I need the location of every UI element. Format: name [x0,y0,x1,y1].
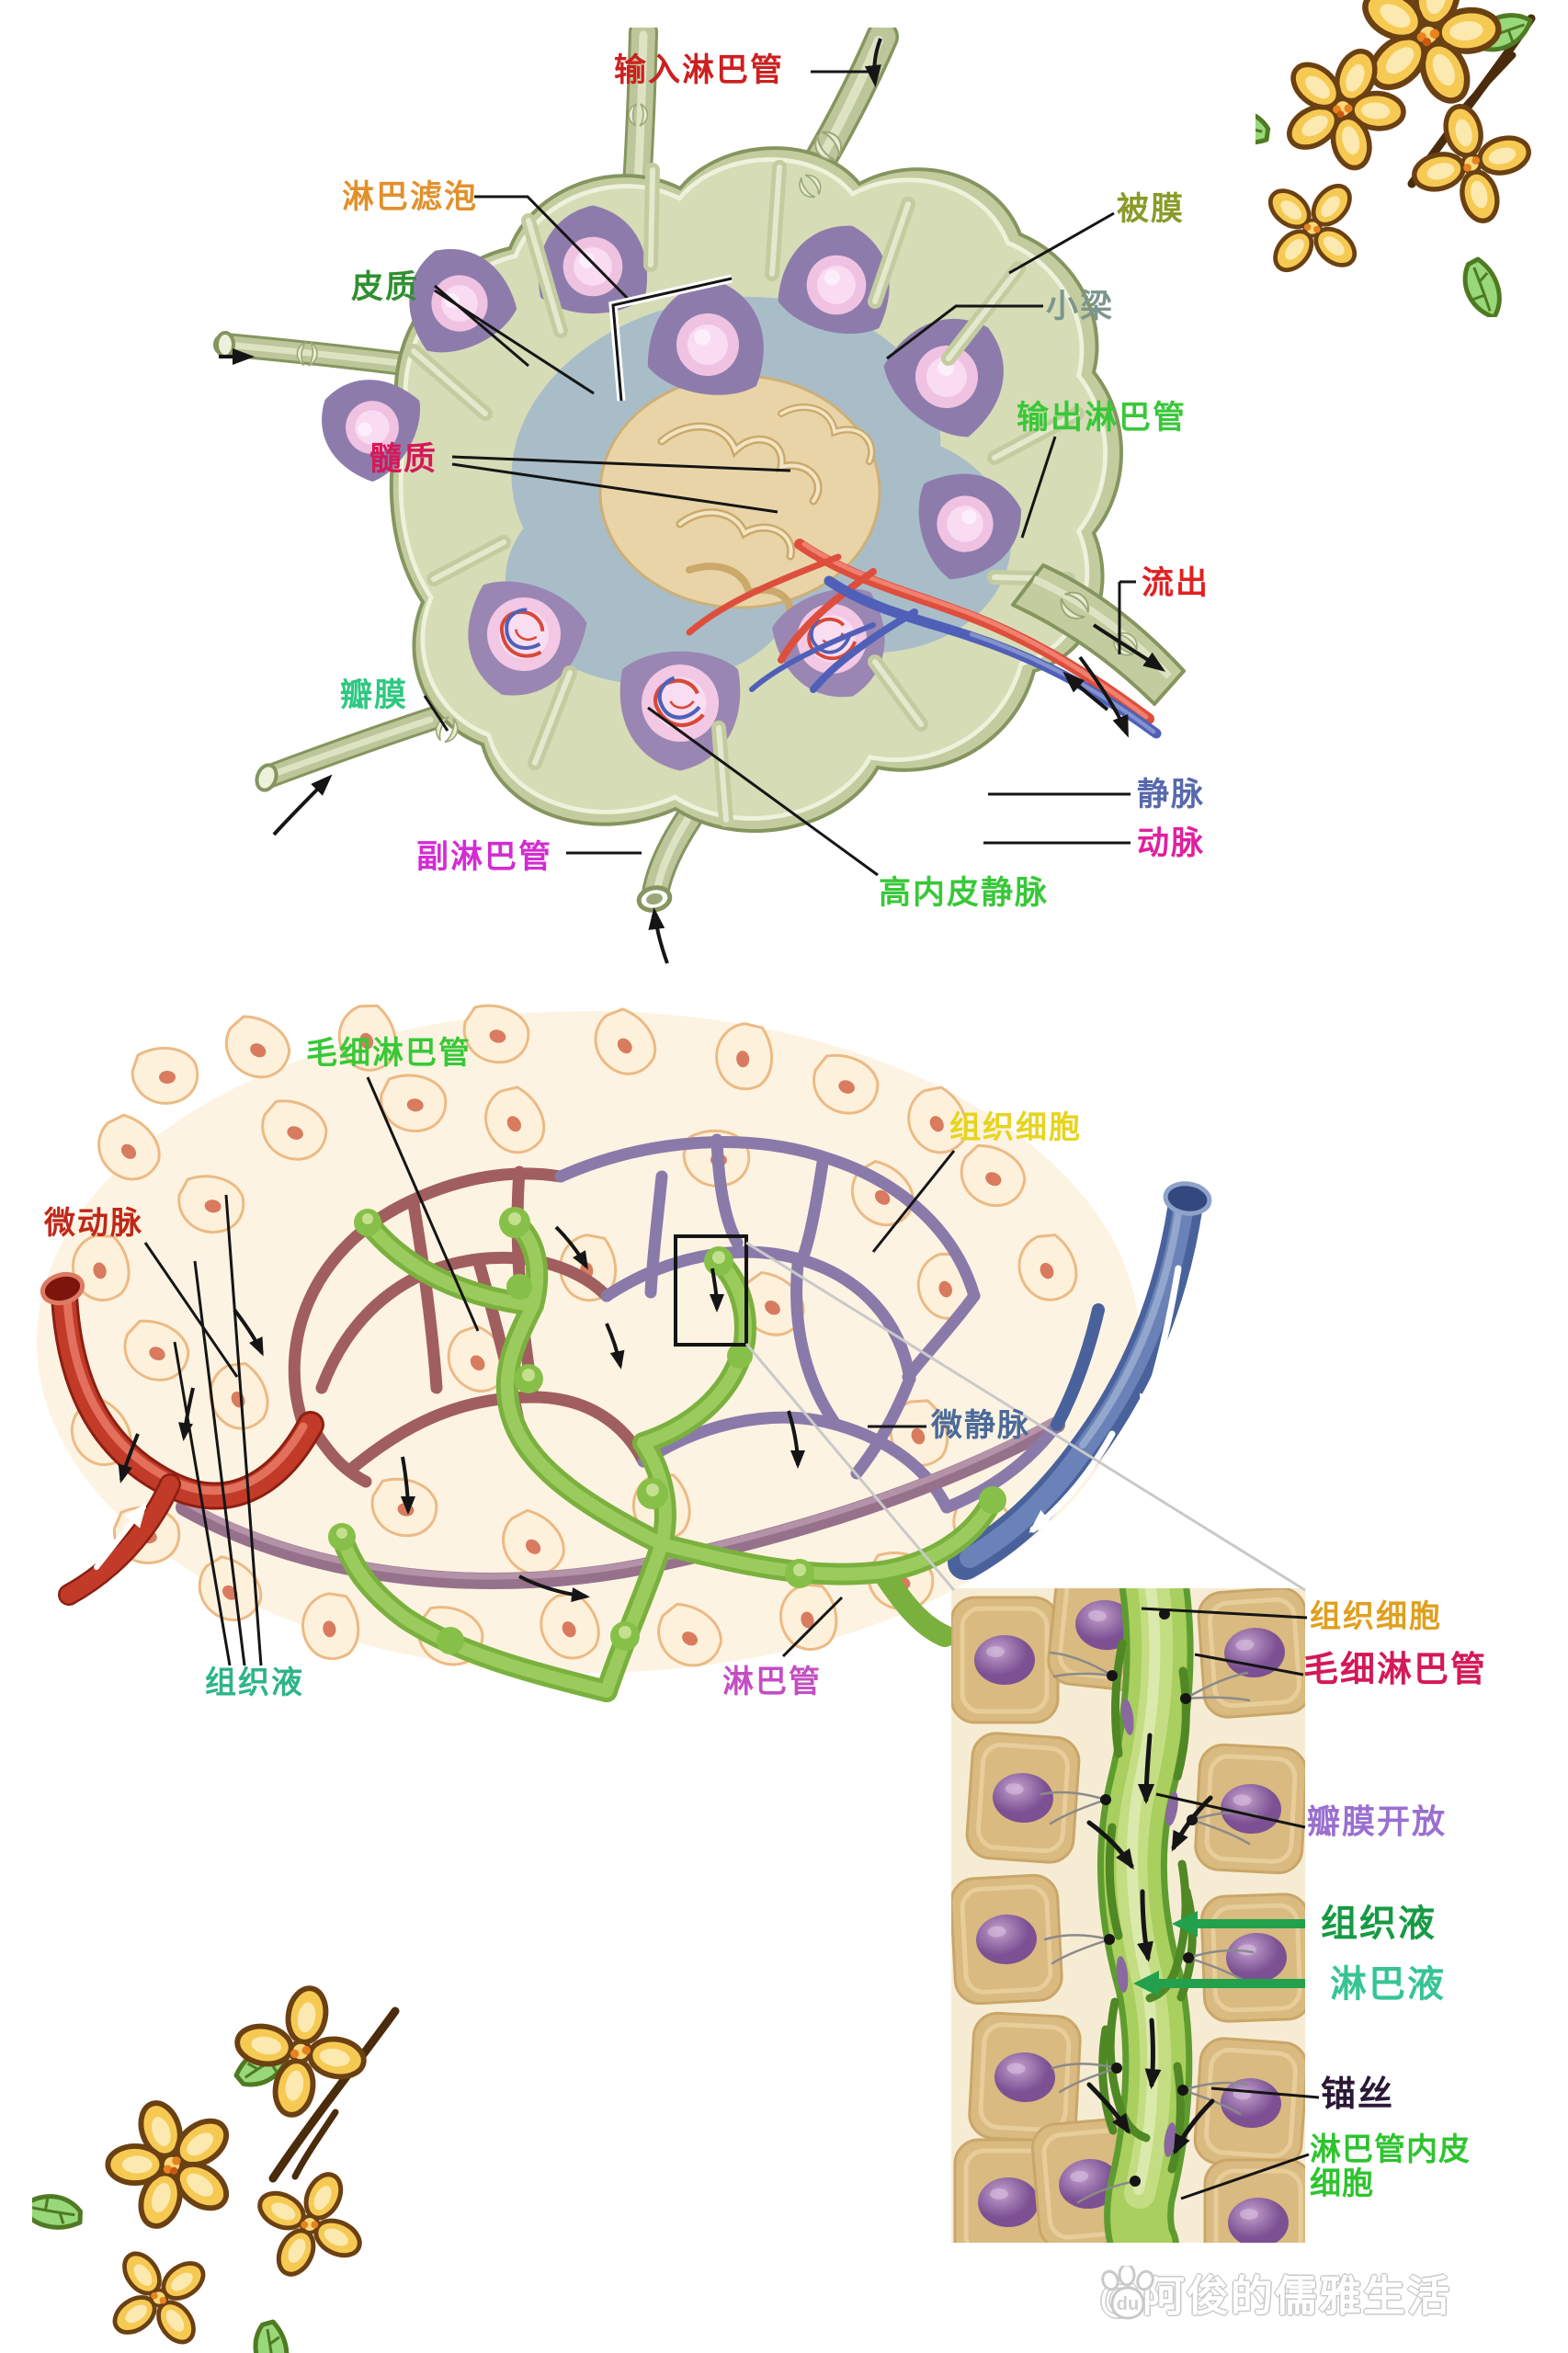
inset-label-tissue-fluid: 组织液 [1321,1904,1437,1944]
inset-label-endothelial-cells: 淋巴管内皮 细胞 [1310,2132,1471,2202]
venule-vessel [948,1181,1212,1580]
inset-label-anchor-filament: 锚丝 [1321,2075,1395,2114]
watermark-text: @阿俊的儒雅生活 [1099,2272,1451,2320]
magnifier-box [674,1234,748,1347]
hilum-vessels [686,539,1162,739]
inset-flow-arrows [1086,1733,1215,2155]
label-efferent-lymphatic: 输出淋巴管 [1017,400,1187,436]
label-capsule: 被膜 [1117,191,1186,227]
label-accessory-lymphatic: 副淋巴管 [416,839,553,875]
label-artery: 动脉 [1137,825,1206,861]
arteriole-vessel [40,1271,324,1606]
inset-label-tissue-cells: 组织细胞 [1310,1599,1442,1634]
label-outflow: 流出 [1142,565,1210,601]
inset-label-endothelial-line1: 淋巴管内皮 [1310,2132,1471,2167]
label-vein: 静脉 [1137,777,1206,813]
watermark: du @阿俊的儒雅生活 [1099,2263,1451,2324]
flower-decoration-top-right [1256,0,1568,317]
label-tissue-fluid: 组织液 [205,1665,304,1700]
flow-arrows [118,1225,805,1602]
label-lymph-capillary: 毛细淋巴管 [306,1036,472,1071]
label-medulla: 髓质 [369,441,438,477]
inset-lymph-capillary [1040,1588,1305,2243]
fluid-arrows [1133,1911,1305,1996]
label-valve: 瓣膜 [340,677,409,713]
inset-label-valve-open: 瓣膜开放 [1307,1802,1448,1840]
label-arteriole: 微动脉 [44,1206,143,1241]
inset-illustration [951,1588,1305,2243]
anchoring-filaments [1040,1608,1258,2204]
lymphatic-capillaries [328,1207,1006,1702]
trabeculae [406,160,1085,827]
paw-du-text: du [1117,2294,1139,2314]
label-cortex: 皮质 [351,269,420,305]
label-lymph-vessel: 淋巴管 [722,1665,822,1699]
inset-label-lymph: 淋巴液 [1330,1964,1446,2005]
label-high-endothelial-venule: 高内皮静脉 [879,875,1050,911]
inset-label-lymph-capillary: 毛细淋巴管 [1303,1651,1488,1689]
inset-label-endothelial-line2: 细胞 [1310,2166,1374,2202]
label-tissue-cells: 组织细胞 [949,1110,1082,1145]
label-lymphoid-follicle: 淋巴滤泡 [342,179,479,215]
capillary-bed-illustration [37,996,1212,1702]
label-afferent-lymphatic: 输入淋巴管 [614,52,785,88]
label-venule: 微静脉 [931,1408,1030,1443]
flower-decoration-bottom-left [32,1958,400,2353]
label-trabecula: 小梁 [1046,289,1115,324]
baidu-paw-icon: du [1101,2266,1154,2320]
